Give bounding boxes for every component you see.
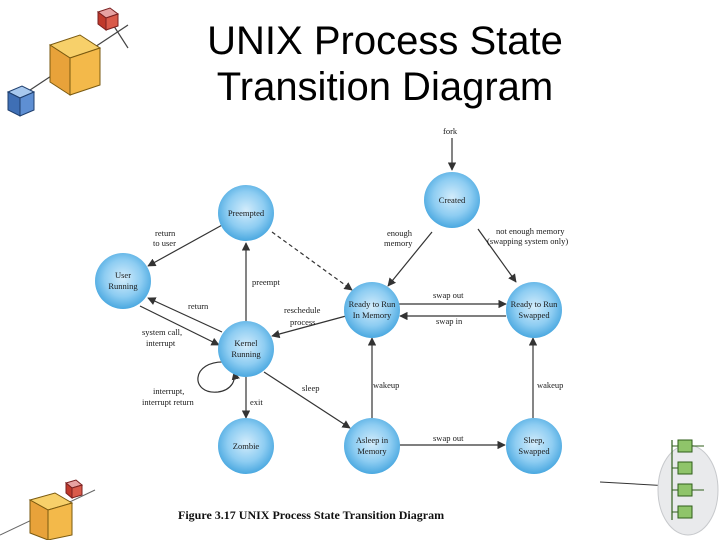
node-user-running-label-1: User (115, 270, 131, 280)
label-preempt: preempt (252, 277, 280, 287)
label-wakeup-left: wakeup (373, 380, 399, 390)
node-ready-swapped: Ready to Run Swapped (506, 282, 562, 338)
label-swap-out-bottom: swap out (433, 433, 464, 443)
node-ready-swapped-label-2: Swapped (518, 310, 550, 320)
label-interrupt-2: interrupt return (142, 397, 194, 407)
node-sleep-swapped: Sleep, Swapped (506, 418, 562, 474)
edge-reschedule (271, 315, 347, 339)
edge-system-call (139, 305, 220, 346)
figure-caption: Figure 3.17 UNIX Process State Transitio… (178, 508, 445, 522)
slide-title-line-2: Transition Diagram (216, 65, 554, 109)
edge-labels: fork return to user enough memory not en… (142, 126, 568, 443)
label-system-call-2: interrupt (146, 338, 176, 348)
node-user-running-label-2: Running (108, 281, 138, 291)
node-created-label: Created (439, 195, 466, 205)
node-asleep-label-1: Asleep in (356, 435, 389, 445)
edge-return (147, 297, 223, 333)
slide-title: UNIX Process State Transition Diagram (170, 18, 600, 110)
edge-sleep (263, 371, 351, 429)
label-swap-in: swap in (436, 316, 463, 326)
stack-clipart-bottom-right (600, 439, 719, 536)
node-ready-in-memory: Ready to Run In Memory (344, 282, 400, 338)
node-created: Created (424, 172, 480, 228)
slide-title-line-1: UNIX Process State (207, 19, 563, 63)
node-ready-in-memory-label-1: Ready to Run (349, 299, 396, 309)
node-user-running: User Running (95, 253, 151, 309)
node-preempted-label: Preempted (228, 208, 265, 218)
cube-clipart-top-left (6, 7, 129, 117)
node-zombie: Zombie (218, 418, 274, 474)
label-wakeup-right: wakeup (537, 380, 563, 390)
label-sleep: sleep (302, 383, 319, 393)
node-kernel-running-label-2: Running (231, 349, 261, 359)
node-sleep-swapped-label-2: Swapped (518, 446, 550, 456)
node-asleep-label-2: Memory (357, 446, 387, 456)
edge-enough-memory (387, 231, 433, 287)
edge-preempted-ready-dashed (271, 231, 353, 291)
label-system-call-1: system call, (142, 327, 182, 337)
label-not-enough-memory-1: not enough memory (496, 226, 565, 236)
node-ready-in-memory-label-2: In Memory (353, 310, 392, 320)
label-enough-memory-2: memory (384, 238, 413, 248)
label-return-to-user-1: return (155, 228, 176, 238)
node-preempted: Preempted (218, 185, 274, 241)
edges (139, 138, 538, 450)
label-reschedule-1: reschedule (284, 305, 321, 315)
node-kernel-running-label-1: Kernel (234, 338, 258, 348)
label-swap-out-top: swap out (433, 290, 464, 300)
label-interrupt-1: interrupt, (153, 386, 184, 396)
label-not-enough-memory-2: (swapping system only) (487, 236, 568, 246)
label-fork: fork (443, 126, 458, 136)
node-kernel-running: Kernel Running (218, 321, 274, 377)
edge-interrupt-loop (197, 361, 240, 393)
edge-return-to-user (147, 223, 225, 267)
label-enough-memory-1: enough (387, 228, 413, 238)
node-zombie-label: Zombie (233, 441, 260, 451)
edge-not-enough-memory (477, 228, 517, 283)
node-ready-swapped-label-1: Ready to Run (511, 299, 558, 309)
label-exit: exit (250, 397, 263, 407)
node-asleep-in-memory: Asleep in Memory (344, 418, 400, 474)
label-return-to-user-2: to user (153, 238, 176, 248)
node-sleep-swapped-label-1: Sleep, (523, 435, 544, 445)
label-reschedule-2: process (290, 317, 316, 327)
label-return: return (188, 301, 209, 311)
cube-clipart-bottom-left (0, 479, 96, 540)
